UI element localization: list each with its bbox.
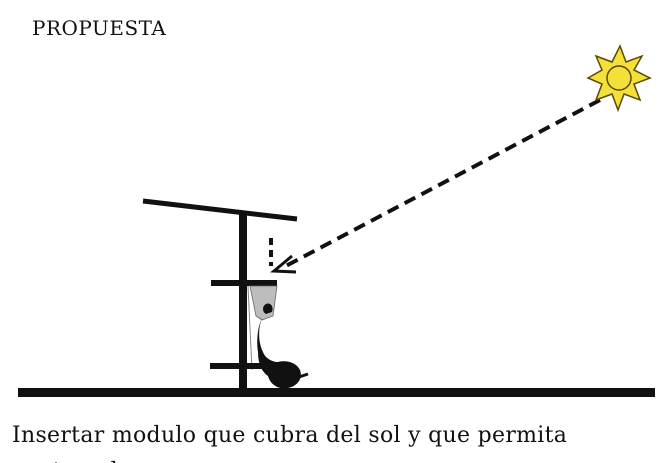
canopy-roof xyxy=(142,198,298,222)
upper-crossbar xyxy=(211,280,277,286)
proposal-caption: Insertar modulo que cubra del sol y que … xyxy=(12,423,568,463)
shade-module xyxy=(249,285,278,321)
sun-ray xyxy=(281,98,601,270)
shade-module-edge xyxy=(247,285,253,371)
vertical-post xyxy=(239,213,247,391)
seat-post-stub xyxy=(239,343,247,363)
page-title: PROPUESTA xyxy=(32,16,167,40)
lower-crossbar xyxy=(210,363,276,369)
ground-line xyxy=(18,388,655,397)
seated-person-icon xyxy=(257,303,309,389)
sun-ray-arrowhead xyxy=(270,254,297,274)
sun-icon xyxy=(586,44,652,113)
